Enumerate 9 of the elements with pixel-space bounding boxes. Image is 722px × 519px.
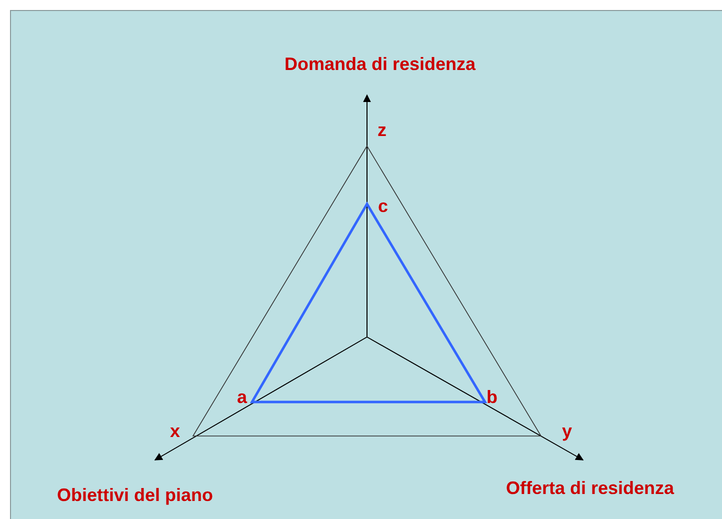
vertex-label: z [378, 121, 386, 139]
vertex-label: x [170, 422, 180, 440]
axis-title: Domanda di residenza [284, 55, 476, 73]
axis-title: Offerta di residenza [506, 479, 674, 497]
vertex-label: c [378, 197, 388, 215]
vertex-label: y [562, 422, 572, 440]
vertex-label: b [486, 388, 498, 406]
vertex-label: a [237, 388, 247, 406]
axis-title: Obiettivi del piano [57, 486, 213, 504]
